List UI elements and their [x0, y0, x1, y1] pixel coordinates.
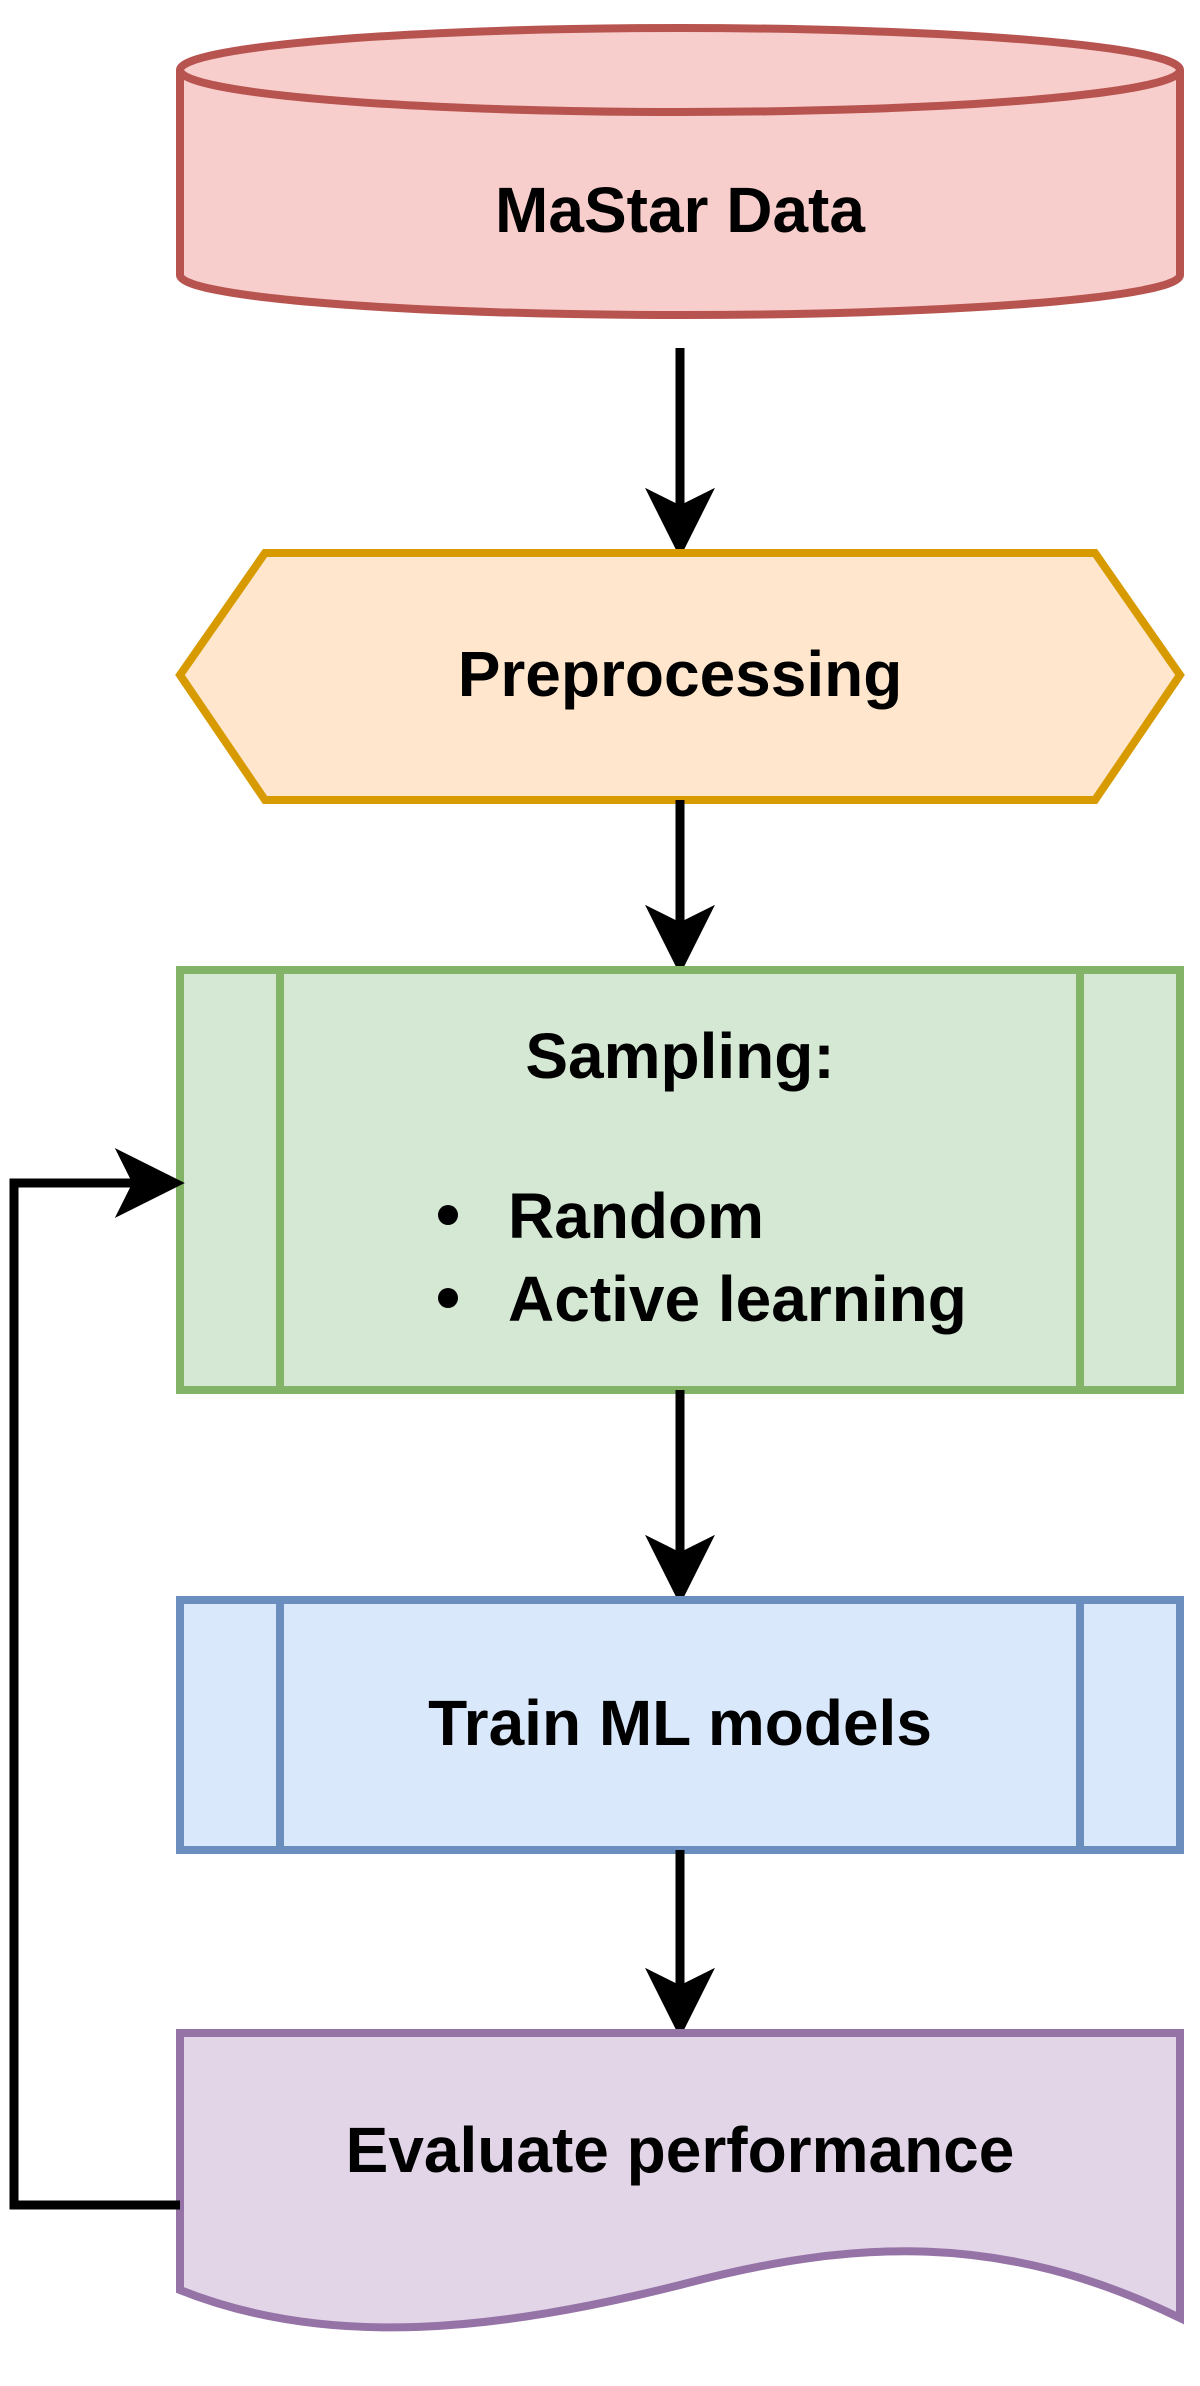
train-node: Train ML models [176, 1596, 1184, 1854]
preprocessing-node: Preprocessing [175, 549, 1185, 804]
mastar-data-cylinder-body [176, 70, 1184, 319]
preprocessing-hexagon [175, 549, 1185, 804]
preprocessing-label: Preprocessing [458, 638, 903, 710]
arrow-feedback-loop [9, 1148, 185, 2210]
sampling-bullet-2 [438, 1288, 458, 1308]
sampling-node: Sampling: Random Active learning [176, 966, 1184, 1394]
sampling-title: Sampling: [525, 1020, 834, 1092]
sampling-bullet-1 [438, 1205, 458, 1225]
mastar-data-node: MaStar Data [176, 24, 1184, 319]
sampling-item-active-learning: Active learning [508, 1263, 967, 1335]
evaluate-node: Evaluate performance [176, 2029, 1184, 2332]
mastar-data-cylinder-top [176, 24, 1184, 116]
evaluate-document-shape [176, 2029, 1184, 2332]
train-box [176, 1596, 1184, 1854]
evaluate-label: Evaluate performance [346, 2114, 1015, 2186]
sampling-box [176, 966, 1184, 1394]
train-label: Train ML models [428, 1687, 932, 1759]
mastar-data-label: MaStar Data [495, 174, 865, 246]
sampling-item-random: Random [508, 1180, 764, 1252]
